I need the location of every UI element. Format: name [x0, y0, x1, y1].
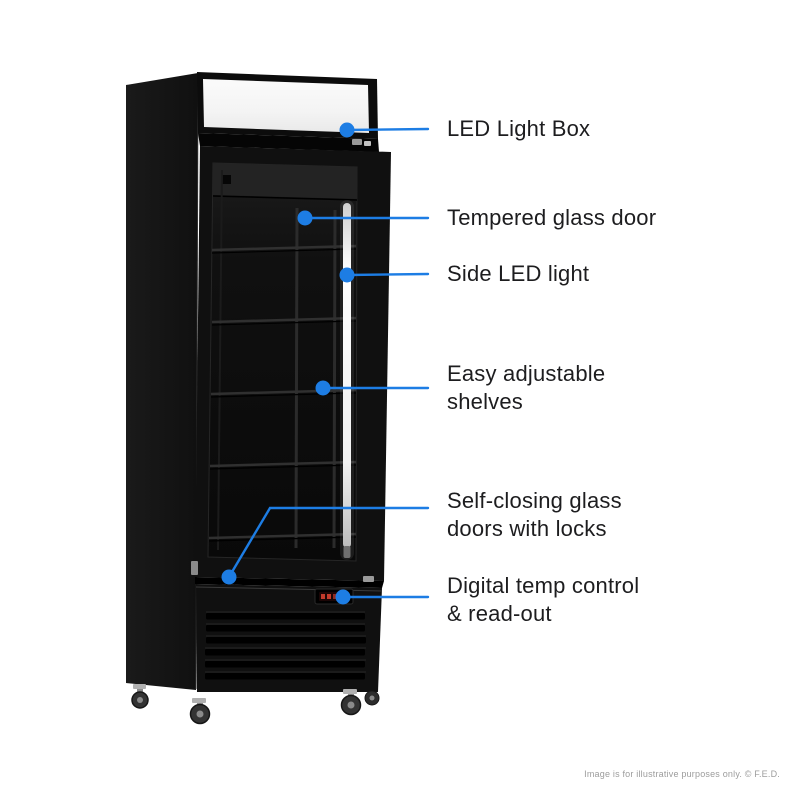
caster-wheel-back-left: [131, 684, 149, 709]
led-light-box-panel: [203, 79, 369, 133]
caster-wheel-back-right: [364, 690, 380, 706]
shelf-post: [332, 209, 337, 549]
top-hinge: [352, 139, 362, 145]
caster-wheel-front-right: [340, 689, 362, 716]
adjustable-shelves: [208, 244, 357, 542]
top-hinge-cap: [364, 141, 371, 146]
side-led-cap: [343, 546, 351, 558]
callout-line-side-led-light: [345, 272, 430, 277]
interior-sensor: [222, 175, 231, 184]
callout-dot-easy-adjustable-shelves: [315, 380, 331, 396]
callout-label-digital-temp-control: Digital temp control & read-out: [447, 573, 640, 626]
callout-line-self-closing-doors: [227, 506, 430, 579]
interior-ceiling-edge: [212, 195, 358, 201]
callout-label-led-light-box: LED Light Box: [447, 116, 591, 141]
callout-label-tempered-glass-door: Tempered glass door: [447, 205, 657, 230]
callout-lines: [227, 127, 430, 599]
callout-dot-tempered-glass-door: [297, 210, 313, 226]
callout-dot-side-led-light: [339, 267, 355, 283]
interior-left-wall: [217, 169, 223, 551]
door-bottom-hinge: [191, 561, 198, 575]
callout-dot-self-closing-doors: [221, 569, 237, 585]
door-bottom-seam: [195, 577, 384, 588]
caster-wheel-front-left: [189, 698, 211, 725]
bottom-hinge-cap: [363, 576, 374, 582]
callout-label-side-led-light: Side LED light: [447, 261, 590, 286]
louver-vents: [205, 611, 366, 680]
fridge-side-panel: [126, 73, 198, 690]
side-led-strip: [343, 203, 351, 548]
callout-label-easy-adjustable-shelves: Easy adjustable shelves: [447, 361, 606, 414]
footer-disclaimer: Image is for illustrative purposes only.…: [584, 769, 780, 779]
callout-dot-digital-temp-control: [335, 589, 351, 605]
callout-dot-led-light-box: [339, 122, 355, 138]
callout-dots: [221, 122, 355, 605]
interior-ceiling: [213, 163, 357, 199]
lightbox-door-seam: [198, 133, 379, 152]
shelf-post: [294, 207, 299, 549]
callout-line-led-light-box: [345, 127, 430, 132]
callout-label-self-closing-doors: Self-closing glass doors with locks: [447, 488, 622, 541]
